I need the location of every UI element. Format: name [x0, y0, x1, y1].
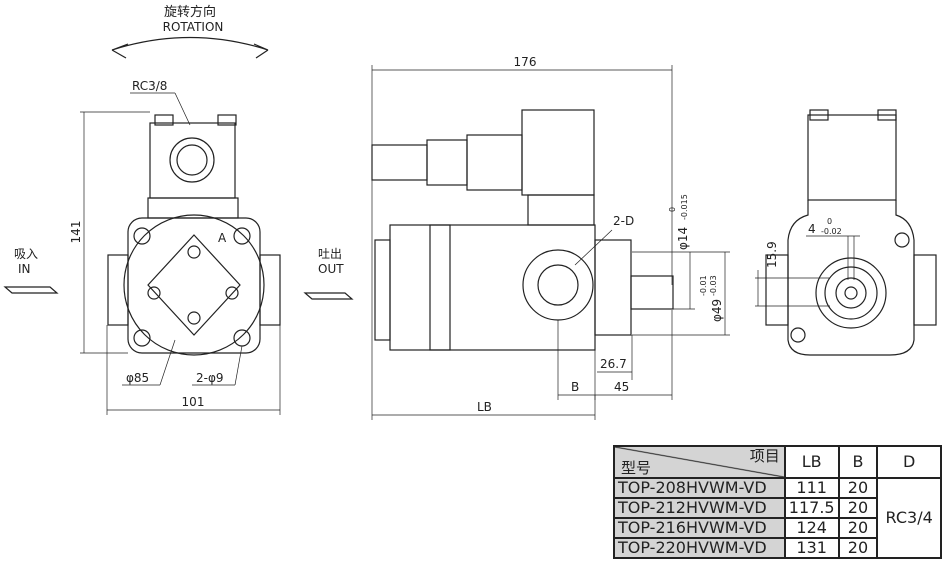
- b-cell: 20: [837, 517, 879, 539]
- b-cell: 20: [837, 477, 879, 499]
- holes-2-phi9-dim: 2-φ9: [196, 371, 224, 385]
- model-cell: TOP-220HVWM-VD: [613, 537, 786, 559]
- shaft-dia-dim: φ14: [676, 227, 690, 250]
- mark-a: A: [218, 231, 227, 245]
- header-model: 型号: [621, 459, 652, 477]
- table-row: TOP-208HVWM-VD 111 20 RC3/4: [613, 477, 942, 559]
- table-header-row: 项目 型号 LB B D: [613, 445, 942, 479]
- outlet-cn-label: 吐出: [318, 247, 342, 261]
- header-b: B: [837, 445, 879, 479]
- dim-b: B: [571, 380, 579, 394]
- outlet-en-label: OUT: [318, 262, 344, 276]
- model-cell: TOP-212HVWM-VD: [613, 497, 786, 519]
- header-diagonal-cell: 项目 型号: [613, 445, 786, 479]
- pilot-dia-dim: φ49: [710, 299, 724, 322]
- header-item: 项目: [749, 447, 780, 465]
- height-141-dim: 141: [69, 221, 83, 244]
- inlet-cn-label: 吸入: [14, 247, 38, 261]
- end-view: 4 0 -0.02 15.9: [755, 109, 937, 356]
- outlet-arrow-icon: [303, 292, 354, 300]
- front-view: 旋转方向 ROTATION RC3/8 A 141 吸入 IN φ85 2-φ9…: [3, 4, 281, 415]
- lb-cell: 117.5: [783, 497, 840, 519]
- dim-26-7: 26.7: [600, 357, 627, 371]
- pilot-tol-upper: -0.01: [699, 275, 708, 296]
- port-2-d-label: 2-D: [613, 214, 634, 228]
- lb-cell: 131: [783, 537, 840, 559]
- model-cell: TOP-208HVWM-VD: [613, 477, 786, 499]
- inlet-arrow-icon: [3, 286, 59, 294]
- side-view: 176 2-D 吐出 OUT φ14 0 -0.015 φ49 -0.01 -0…: [303, 55, 730, 420]
- port-rc38-label: RC3/8: [132, 79, 167, 93]
- inlet-en-label: IN: [18, 262, 31, 276]
- b-cell: 20: [837, 497, 879, 519]
- header-lb: LB: [783, 445, 840, 479]
- shaft-tol-upper: 0: [668, 207, 677, 212]
- d-cell: RC3/4: [876, 477, 942, 559]
- width-101-dim: 101: [182, 395, 205, 409]
- table-row: TOP-212HVWM-VD 117.5 20: [613, 497, 941, 519]
- lb-cell: 111: [783, 477, 840, 499]
- shaft-tol-lower: -0.015: [680, 194, 689, 220]
- rotation-en-label: ROTATION: [163, 20, 224, 34]
- b-cell: 20: [837, 537, 879, 559]
- rotation-arrow-icon: [111, 36, 269, 59]
- dim-45: 45: [614, 380, 629, 394]
- key-height-dim: 15.9: [765, 241, 779, 268]
- header-d: D: [876, 445, 942, 479]
- pilot-tol-lower: -0.03: [709, 275, 718, 296]
- rotation-cn-label: 旋转方向: [164, 4, 216, 20]
- lb-cell: 124: [783, 517, 840, 539]
- spec-table: 项目 型号 LB B D TOP-208HVWM-VD 111 20 RC3/4…: [613, 445, 942, 559]
- key-width-dim: 4: [808, 222, 816, 236]
- model-cell: TOP-216HVWM-VD: [613, 517, 786, 539]
- table-row: TOP-216HVWM-VD 124 20: [613, 517, 941, 539]
- length-176-dim: 176: [514, 55, 537, 69]
- table-row: TOP-220HVWM-VD 131 20: [613, 537, 941, 559]
- diameter-85-dim: φ85: [126, 371, 149, 385]
- key-tol-upper: 0: [827, 217, 832, 226]
- key-tol-lower: -0.02: [821, 227, 842, 236]
- dim-lb: LB: [477, 400, 492, 414]
